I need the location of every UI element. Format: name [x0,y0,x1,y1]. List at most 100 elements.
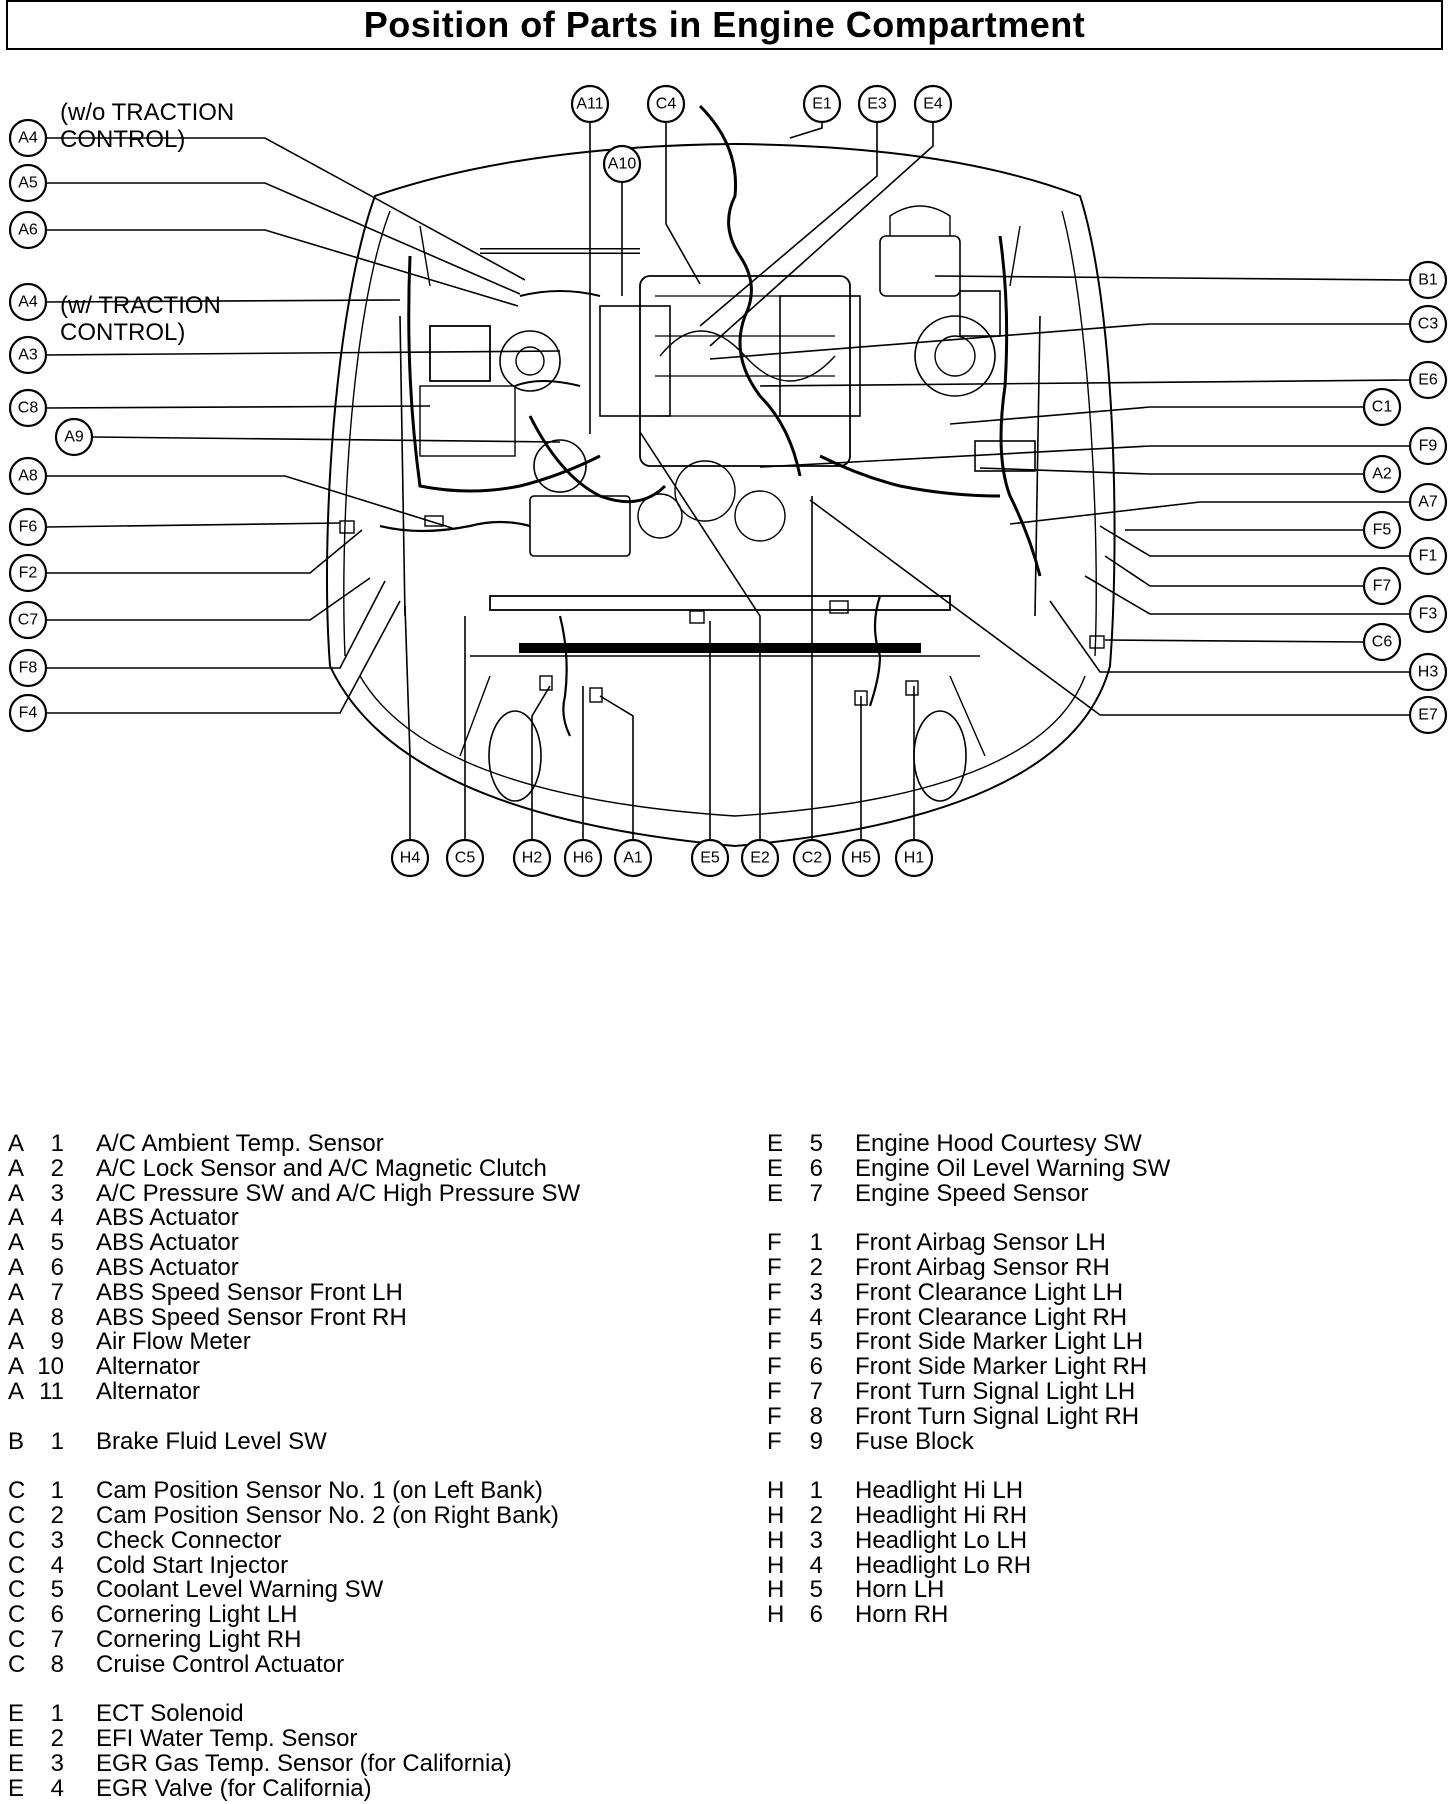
legend-number: 4 [50,1774,64,1802]
callout-circle [1408,304,1448,344]
legend-number: 5 [50,1576,64,1604]
legend-part-name: ABS Actuator [96,1204,239,1232]
callout-label: C2 [802,850,823,867]
legend-number: 7 [809,1377,823,1405]
legend-part-name: Front Clearance Light LH [855,1278,1124,1306]
callout-circle [8,648,48,688]
legend-part-name: Cam Position Sensor No. 1 (on Left Bank) [96,1477,543,1505]
legend-part-name: Engine Speed Sensor [855,1179,1089,1207]
legend-letter: F [767,1427,782,1455]
callout-label: H3 [1418,664,1439,681]
legend-letter: F [767,1278,782,1306]
callout-right-11: C6 [1362,622,1402,662]
legend-number: 8 [809,1402,823,1430]
legend-number: 7 [809,1179,823,1207]
legend-letter: C [8,1625,26,1653]
legend-number: 2 [809,1501,823,1529]
callout-top-3: E1 [802,84,842,124]
callout-label: E3 [867,96,887,113]
legend-letter: F [767,1303,782,1331]
legend-letter: H [767,1576,785,1604]
legend-part-name: Air Flow Meter [96,1328,251,1356]
legend-letter: A [8,1278,25,1306]
callout-top-0: A11 [570,84,610,124]
legend-number: 8 [50,1303,64,1331]
callout-top-1: A10 [602,144,642,184]
legend-number: 6 [50,1253,64,1281]
callout-right-10: F3 [1408,594,1448,634]
callout-label: A4 [18,130,38,147]
callout-label: C1 [1372,399,1393,416]
callout-label: F8 [19,660,38,677]
callout-left-8: F6 [8,507,48,547]
callout-right-1: C3 [1408,304,1448,344]
callout-circle [8,282,48,322]
legend-number: 2 [50,1501,64,1529]
callout-circle [913,84,953,124]
callout-label: E5 [700,850,720,867]
legend-part-name: Front Clearance Light RH [855,1303,1128,1331]
callout-circle [570,84,610,124]
callout-circle [8,163,48,203]
legend-letter: C [8,1650,26,1678]
callout-label: C6 [1372,634,1393,651]
legend-part-name: Brake Fluid Level SW [96,1427,327,1455]
legend-part-name: EGR Gas Temp. Sensor (for California) [96,1749,512,1777]
callout-label: A6 [18,222,38,239]
callout-label: A4 [18,294,38,311]
legend-number: 1 [50,1130,64,1157]
callout-left-1: A5 [8,163,48,203]
legend-number: 9 [50,1328,64,1356]
callout-circle [8,388,48,428]
legend-number: 3 [809,1526,823,1554]
callout-circle [445,838,485,878]
callout-bottom-2: H2 [512,838,552,878]
callout-right-4: F9 [1408,426,1448,466]
callout-right-12: H3 [1408,652,1448,692]
callout-circle [602,144,642,184]
callout-circle [690,838,730,878]
callout-circle [1362,510,1402,550]
legend-number: 9 [809,1427,823,1455]
callout-left-9: F2 [8,553,48,593]
legend-number: 1 [50,1700,64,1728]
legend-part-name: EGR Valve (for California) [96,1774,372,1802]
legend-letter: A [8,1377,25,1405]
callout-label: F3 [1419,606,1438,623]
callout-label: F4 [19,705,38,722]
legend-part-name: A/C Pressure SW and A/C High Pressure SW [96,1179,581,1207]
legend-letter: A [8,1154,25,1182]
callout-label: A8 [18,468,38,485]
legend-part-name: Coolant Level Warning SW [96,1576,384,1604]
callout-label: B1 [1418,272,1438,289]
legend-letter: C [8,1477,26,1505]
legend-part-name: ABS Speed Sensor Front RH [96,1303,407,1331]
callout-top-2: C4 [646,84,686,124]
callout-left-11: F8 [8,648,48,688]
legend-number: 1 [809,1477,823,1505]
legend-letter: A [8,1328,25,1356]
callout-right-3: C1 [1362,387,1402,427]
legend-letter: F [767,1353,782,1381]
callout-label: A10 [608,156,637,173]
legend-gap [8,1454,580,1479]
leader-lines [45,122,1411,840]
legend-part-name: Horn RH [855,1601,949,1629]
callout-circle [1408,536,1448,576]
legend-letter: C [8,1501,26,1529]
legend-part-name: EFI Water Temp. Sensor [96,1725,358,1753]
